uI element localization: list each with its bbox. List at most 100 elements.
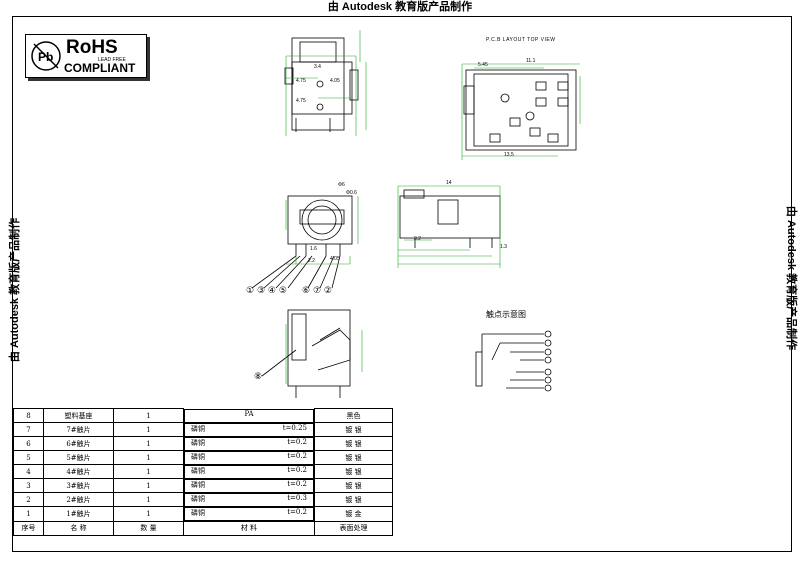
dim-label: 5.45 — [478, 62, 488, 68]
bom-cell: 6#触片 — [43, 436, 114, 451]
bom-cell: 4#触片 — [43, 464, 114, 479]
bom-cell: 7 — [13, 422, 44, 437]
dim-label: 1.3 — [500, 244, 507, 250]
callout-1: ① — [246, 286, 255, 296]
drawing-frame — [12, 16, 792, 552]
bom-material: 磷铜 — [191, 494, 205, 503]
front-view-drawing — [287, 195, 353, 256]
bom-thickness: t=0.2 — [287, 437, 307, 446]
watermark-top: 由 Autodesk 教育版产品制作 — [327, 1, 473, 13]
bom-cell: 5 — [13, 450, 44, 465]
callout-5: ⑤ — [278, 286, 287, 296]
callout-8: ⑧ — [254, 372, 263, 382]
bom-cell: 镀 银 — [314, 436, 393, 451]
bom-material: PA — [244, 409, 254, 418]
callout-2: ② — [323, 286, 332, 296]
dim-label: 3.2 — [414, 236, 421, 242]
bom-cell: 镀 银 — [314, 450, 393, 465]
callout-group-1: ① ③ ④ ⑤ — [246, 286, 287, 296]
dim-label: 11.1 — [526, 58, 536, 64]
callout-7: ⑦ — [312, 286, 322, 296]
bom-header-cell: 表面处理 — [314, 520, 393, 536]
bom-material-cell: 磷铜 t=0.2 — [184, 506, 314, 521]
bom-cell: 1#触片 — [43, 506, 114, 522]
bom-cell: 1 — [113, 422, 184, 437]
bom-cell: 1 — [113, 478, 184, 493]
pcb-layout-title: P.C.B LAYOUT TOP VIEW — [486, 37, 556, 43]
bom-thickness: t=0.25 — [282, 423, 307, 432]
bom-cell: 1 — [113, 506, 184, 522]
bom-cell: 3 — [13, 478, 44, 493]
bottom-view-drawing — [287, 309, 351, 398]
bom-material: 磷铜 — [191, 438, 205, 447]
bom-header-cell: 数 量 — [113, 520, 184, 536]
bom-header-cell: 序号 — [13, 520, 44, 536]
dim-label: Φ0.6 — [346, 190, 357, 196]
callout-leaders — [251, 255, 341, 377]
callout-6: ⑥ — [302, 286, 311, 296]
bom-cell: 2#触片 — [43, 492, 114, 507]
bom-material-cell: 磷铜 t=0.3 — [184, 492, 314, 507]
bom-cell: 塑料基座 — [43, 408, 114, 423]
bom-cell: 5#触片 — [43, 450, 114, 465]
bom-cell: 1 — [113, 408, 184, 423]
bom-material: 磷铜 — [191, 508, 205, 517]
bom-material: 磷铜 — [191, 424, 205, 433]
bom-cell: 2 — [13, 492, 44, 507]
bom-header-cell: 材 料 — [183, 520, 315, 536]
bom-cell: 1 — [113, 464, 184, 479]
bom-thickness: t=0.2 — [287, 465, 307, 474]
bom-cell: 镀 银 — [314, 464, 393, 479]
rohs-lead-free: LEAD FREE — [98, 57, 126, 63]
bom-cell: 8 — [13, 408, 44, 423]
bom-cell: 1 — [113, 450, 184, 465]
dim-label: 3.4 — [314, 64, 321, 70]
bom-thickness: t=0.2 — [287, 479, 307, 488]
bom-header-row: 序号名 称数 量材 料表面处理 — [13, 520, 393, 536]
bom-material-cell: 磷铜 t=0.2 — [184, 436, 314, 451]
callout-3: ③ — [256, 286, 266, 296]
contact-schematic — [475, 330, 552, 392]
dim-label: 13.5 — [504, 152, 514, 158]
bom-thickness: t=0.2 — [287, 507, 307, 516]
bom-header-cell: 名 称 — [43, 520, 114, 536]
dim-label: 4.75 — [296, 98, 306, 104]
rohs-compliant: COMPLIANT — [64, 61, 136, 75]
callout-group-2: ⑥ ⑦ ② — [302, 286, 332, 296]
bom-cell: 7#触片 — [43, 422, 114, 437]
rohs-logo: Pb RoHS LEAD FREE COMPLIANT — [25, 34, 147, 78]
bom-material-cell: PA — [184, 408, 314, 423]
bom-material: 磷铜 — [191, 452, 205, 461]
bom-cell: 镀 银 — [314, 478, 393, 493]
bom-thickness: t=0.3 — [287, 493, 307, 502]
bom-cell: 6 — [13, 436, 44, 451]
callout-4: ④ — [267, 286, 276, 296]
dim-label: 2.2 — [308, 258, 315, 264]
contact-diagram-title: 触点示意图 — [486, 310, 526, 319]
dim-label: Φ6 — [338, 182, 345, 188]
bom-cell: 黑色 — [314, 408, 393, 423]
dim-label: 1.6 — [310, 246, 317, 252]
bom-material-cell: 磷铜 t=0.25 — [184, 422, 314, 437]
dim-label: 4.05 — [330, 256, 340, 262]
bom-cell: 镀 银 — [314, 422, 393, 437]
dim-label: 4.75 — [296, 78, 306, 84]
bom-material: 磷铜 — [191, 480, 205, 489]
bom-cell: 1 — [113, 436, 184, 451]
bom-cell: 1 — [113, 492, 184, 507]
pcb-layout-drawing — [463, 69, 577, 151]
dim-label: 4.05 — [330, 78, 340, 84]
bom-cell: 1 — [13, 506, 44, 522]
top-view-drawing — [284, 37, 359, 132]
rohs-pb-icon: Pb — [31, 41, 61, 71]
bom-material-cell: 磷铜 t=0.2 — [184, 478, 314, 493]
bom-cell: 镀 银 — [314, 492, 393, 507]
